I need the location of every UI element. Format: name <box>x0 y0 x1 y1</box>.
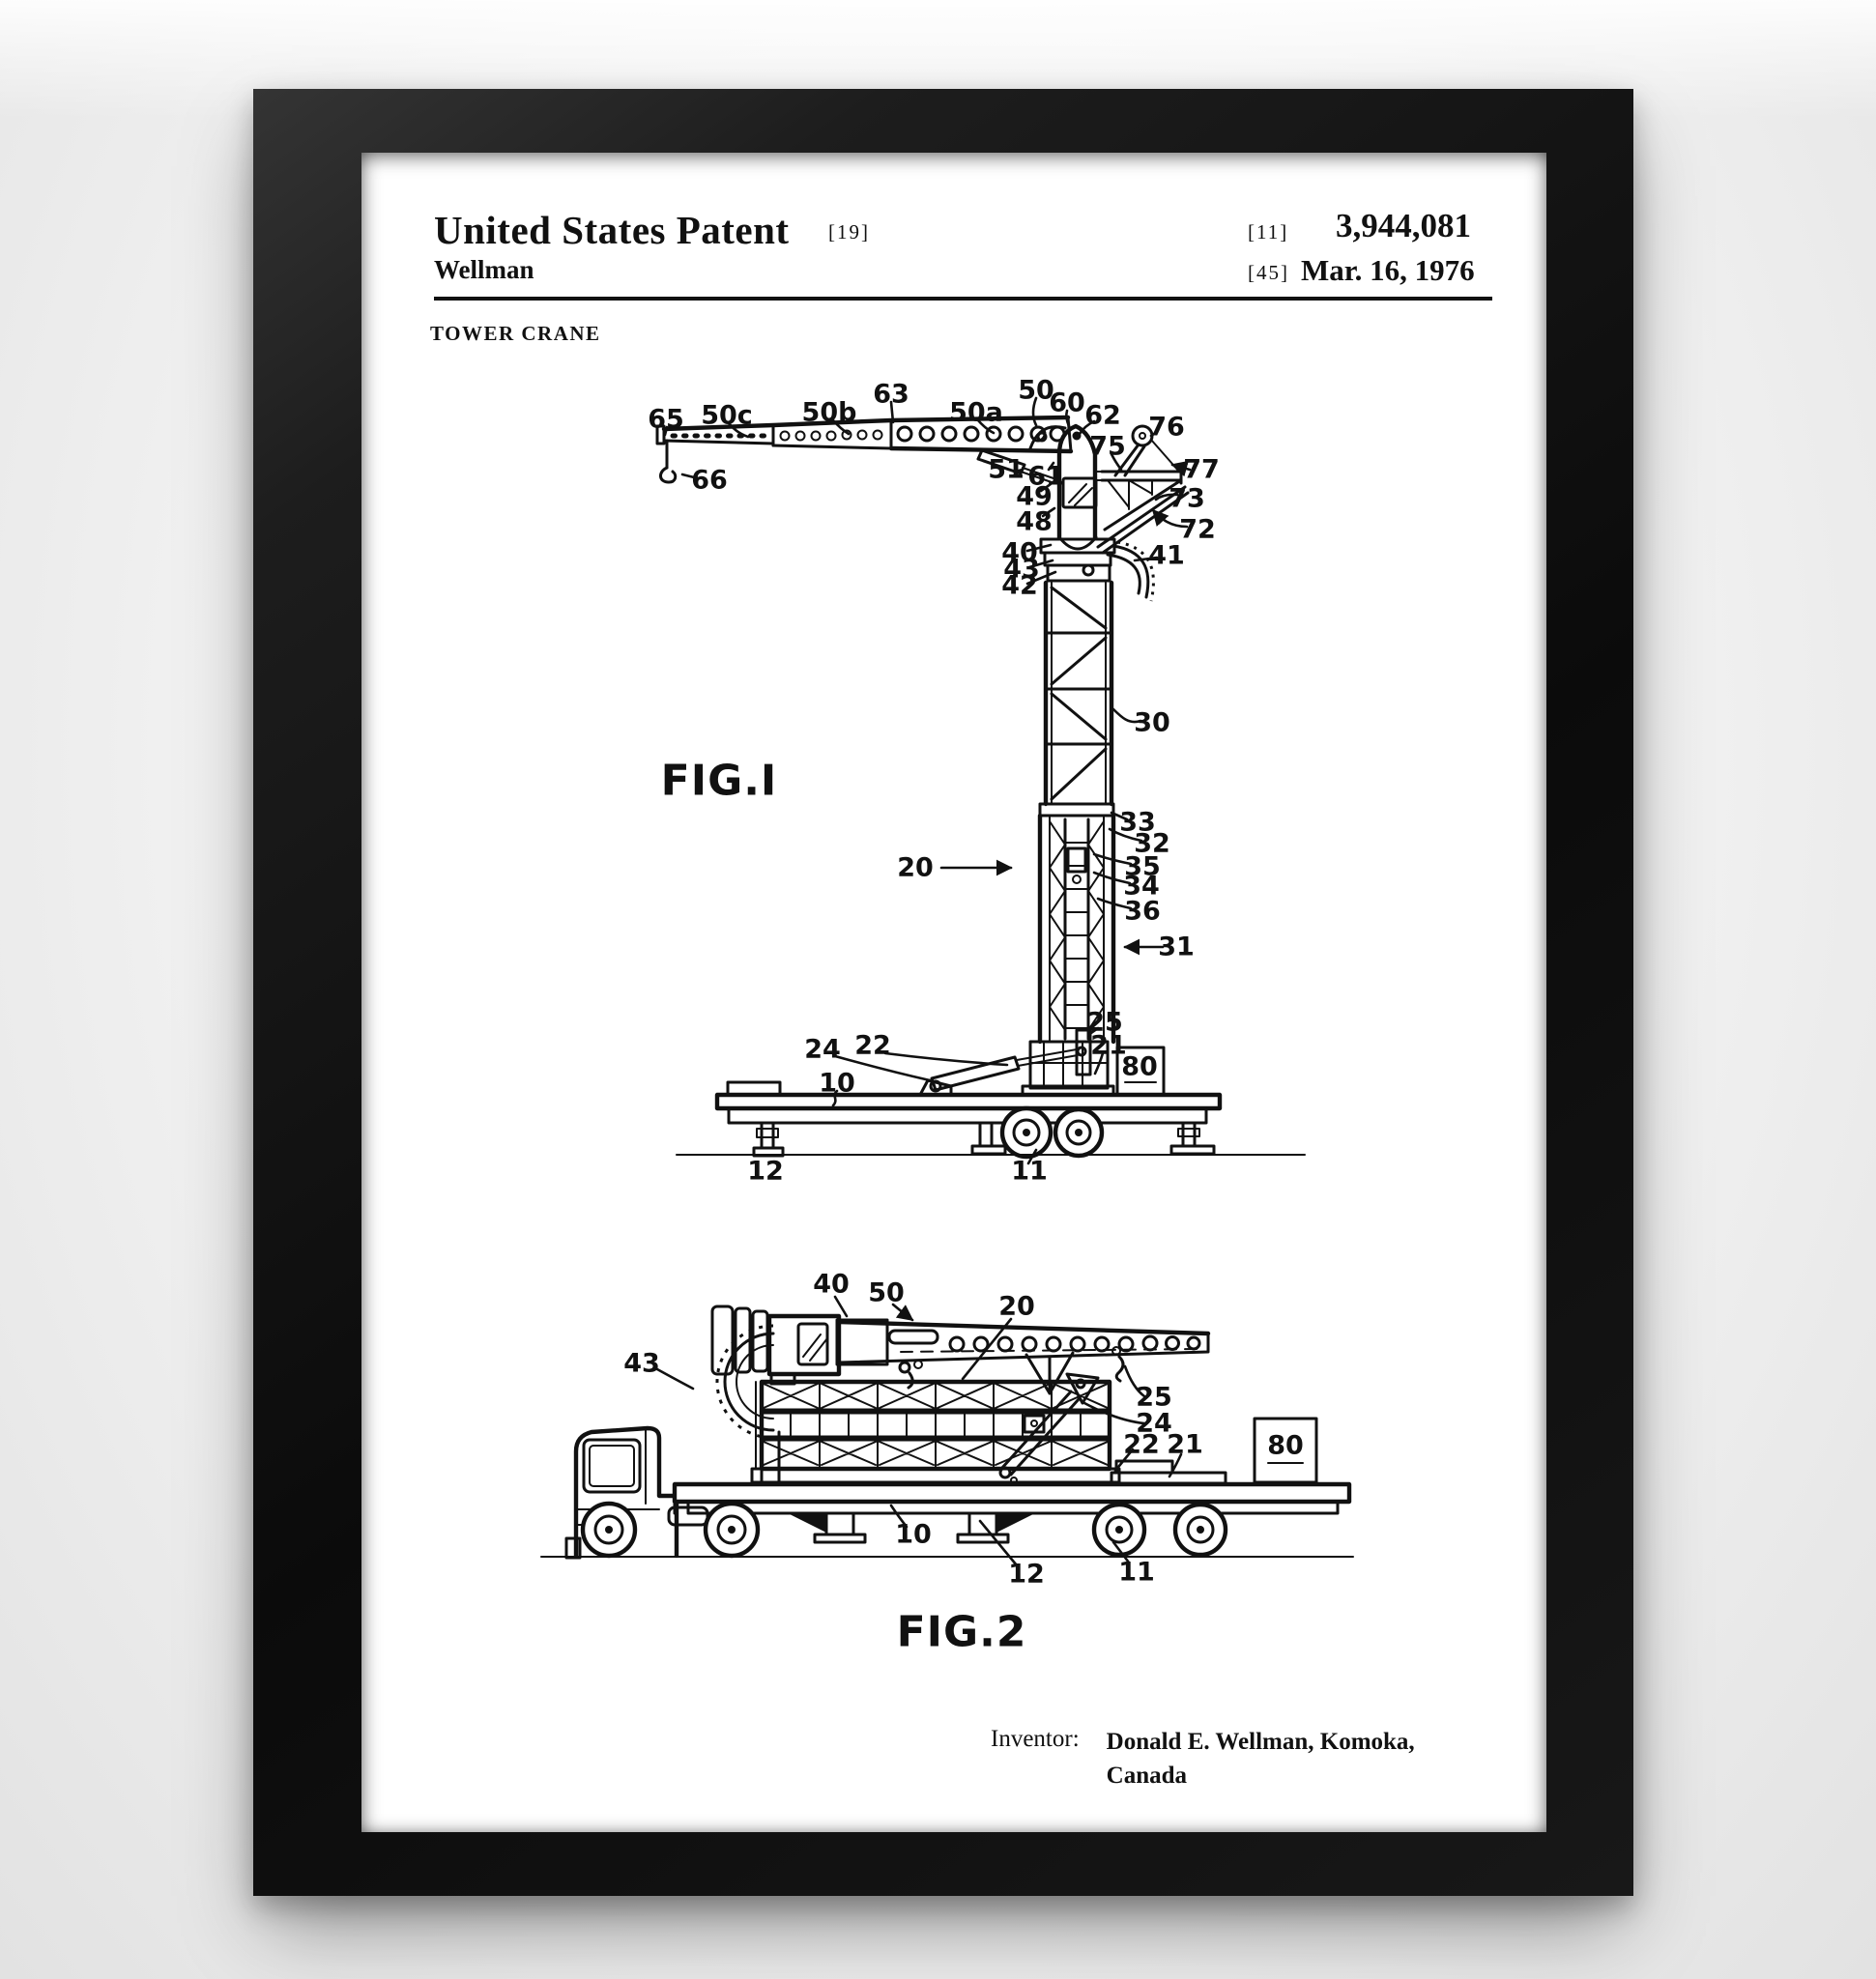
ref-numeral-72: 72 <box>1179 515 1216 545</box>
ref-numeral-50c: 50c <box>701 401 753 431</box>
fig1-caption: FIG.I <box>661 757 778 806</box>
picture-frame: United States Patent [19] Wellman [11] 3… <box>253 89 1633 1896</box>
ref-numeral-48: 48 <box>1016 507 1053 537</box>
inventor-name-line1: Donald E. Wellman, Komoka, <box>1106 1729 1415 1755</box>
ref-numeral-20: 20 <box>897 853 934 883</box>
ref-numeral-42: 42 <box>1001 571 1038 601</box>
ref-numeral-21: 21 <box>1090 1031 1127 1061</box>
ref-numeral-60: 60 <box>1049 388 1085 418</box>
patent-date-label: [45] <box>1248 261 1289 284</box>
ref-numeral-12: 12 <box>747 1157 784 1187</box>
ref-numeral-32: 32 <box>1134 829 1170 859</box>
ref-numeral-50: 50 <box>1018 376 1054 406</box>
ref-numeral-77: 77 <box>1183 455 1220 485</box>
kind-code: [19] <box>828 220 870 244</box>
ref-numeral-65: 65 <box>648 405 684 435</box>
ref-numeral-41: 41 <box>1148 541 1185 571</box>
ref-numeral-20: 20 <box>998 1292 1035 1322</box>
ref-numeral-36: 36 <box>1124 897 1161 927</box>
ref-numeral-10: 10 <box>819 1069 855 1099</box>
ref-numeral-43: 43 <box>1003 555 1040 585</box>
ref-numeral-34: 34 <box>1123 872 1160 902</box>
fig2-caption: FIG.2 <box>897 1608 1027 1657</box>
ref-numeral-50: 50 <box>868 1278 905 1308</box>
ref-numeral-50b: 50b <box>802 398 857 428</box>
ref-numeral-11: 11 <box>1011 1157 1048 1187</box>
ref-numeral-61: 61 <box>1027 462 1064 492</box>
ref-numeral-11: 11 <box>1118 1558 1155 1588</box>
ref-numeral-66: 66 <box>691 466 728 496</box>
inventor-label: Inventor: <box>991 1726 1080 1752</box>
patent-print: United States Patent [19] Wellman [11] 3… <box>361 153 1546 1832</box>
patent-drawing: FIG.I <box>540 376 1354 1657</box>
ref-numeral-76: 76 <box>1148 413 1185 443</box>
ref-numeral-49: 49 <box>1016 482 1053 512</box>
ref-numeral-21: 21 <box>1167 1430 1203 1460</box>
ref-numeral-22: 22 <box>1123 1430 1160 1460</box>
patent-number: 3,944,081 <box>1336 207 1471 244</box>
ref-numeral-80: 80 <box>1121 1052 1158 1082</box>
patent-number-label: [11] <box>1248 220 1289 244</box>
ref-numeral-24: 24 <box>1136 1409 1172 1439</box>
ref-numeral-12: 12 <box>1008 1560 1045 1590</box>
ref-numeral-30: 30 <box>1134 708 1170 738</box>
ref-numeral-50a: 50a <box>949 398 1003 428</box>
ref-numeral-80: 80 <box>1267 1431 1304 1461</box>
ref-numeral-25: 25 <box>1136 1383 1172 1413</box>
ref-numeral-73: 73 <box>1169 484 1205 514</box>
ref-numeral-25: 25 <box>1086 1008 1123 1038</box>
patent-title: United States Patent <box>434 208 790 252</box>
patent-date: Mar. 16, 1976 <box>1301 253 1475 287</box>
ref-numeral-43: 43 <box>623 1349 660 1379</box>
ref-numeral-24: 24 <box>804 1035 841 1065</box>
header-rule <box>434 297 1492 301</box>
ref-numeral-22: 22 <box>854 1031 891 1061</box>
ref-numeral-63: 63 <box>873 380 909 410</box>
inventor-line: Inventor: Donald E. Wellman, Komoka, Can… <box>991 1726 1415 1793</box>
ref-numeral-40: 40 <box>813 1270 850 1300</box>
ref-numeral-10: 10 <box>895 1520 932 1550</box>
applicant-name: Wellman <box>434 255 534 284</box>
fig1-drawing: FIG.I <box>655 396 1306 1165</box>
ref-numeral-51: 51 <box>988 455 1025 485</box>
ref-numeral-31: 31 <box>1158 932 1195 962</box>
inventor-name-line2: Canada <box>1106 1762 1188 1789</box>
ref-numeral-40: 40 <box>1001 538 1038 568</box>
inventor-name: Donald E. Wellman, Komoka, Canada <box>1107 1726 1415 1793</box>
fig2-drawing: FIG.2 <box>540 1295 1354 1657</box>
ref-numeral-62: 62 <box>1084 401 1121 431</box>
ref-numeral-33: 33 <box>1119 808 1156 838</box>
ref-numeral-75: 75 <box>1089 432 1126 462</box>
invention-title: TOWER CRANE <box>430 322 601 345</box>
ref-numeral-35: 35 <box>1124 852 1161 882</box>
